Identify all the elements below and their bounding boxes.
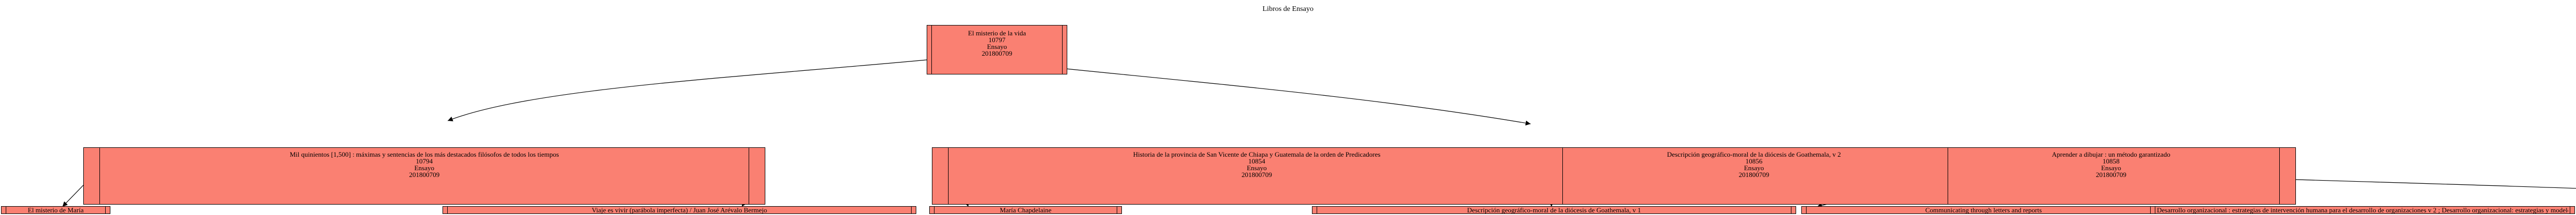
node-historia[interactable]: Historia de la provincia de San Vicente …	[932, 147, 2296, 205]
node-historia-date-c: 201800709	[2095, 171, 2127, 179]
node-historia-date-a: 201800709	[1241, 171, 1272, 179]
node-historia-id-a: 10854	[1248, 157, 1266, 165]
node-mil[interactable]: Mil quinientos [1,500] : máximas y sente…	[83, 147, 765, 205]
node-root-type: Ensayo	[987, 43, 1007, 50]
node-desarrollo1-title: Desarrollo organizacional : estrategias …	[2157, 207, 2568, 213]
node-root-id: 10797	[988, 36, 1006, 44]
node-communicating-title: Communicating through letters and report…	[1925, 206, 2042, 214]
node-chapdelaine-title: María Chapdelaine	[1000, 206, 1052, 214]
node-root-date: 201800709	[981, 49, 1013, 57]
node-viaje-title: Viaje es vivir (parábola imperfecta) / J…	[591, 206, 767, 214]
node-historia-title-c: Aprender a dibujar : un método garantiza…	[2052, 150, 2170, 158]
node-mil-id: 10794	[415, 157, 433, 165]
node-historia-title-a: Historia de la provincia de San Vicente …	[1133, 150, 1381, 158]
node-descripcion1-title: Descripción geográfico-moral de la dióce…	[1467, 206, 1641, 214]
node-historia-type-a: Ensayo	[1246, 164, 1267, 172]
node-historia-id-b: 10856	[1745, 157, 1763, 165]
node-historia-type-b: Ensayo	[1744, 164, 1764, 172]
node-root[interactable]: El misterio de la vida 10797 Ensayo 2018…	[927, 25, 1067, 74]
node-mil-title: Mil quinientos [1,500] : máximas y sente…	[289, 150, 559, 158]
node-historia-date-b: 201800709	[1738, 171, 1770, 179]
node-historia-type-c: Ensayo	[2101, 164, 2122, 172]
node-viaje[interactable]: Viaje es vivir (parábola imperfecta) / J…	[443, 206, 916, 214]
node-chapdelaine[interactable]: María Chapdelaine	[929, 206, 1122, 214]
node-mil-date: 201800709	[409, 171, 440, 179]
node-desarrollo1[interactable]: Desarrollo organizacional : estrategias …	[2150, 206, 2575, 214]
node-historia-id-c: 10858	[2102, 157, 2120, 165]
node-maria-title: El misterio de María	[28, 206, 84, 214]
node-mil-type: Ensayo	[414, 164, 435, 172]
edge-historia-desarrollo1	[2295, 179, 2576, 189]
node-descripcion1[interactable]: Descripción geográfico-moral de la dióce…	[1312, 206, 1796, 214]
edge-root-mil	[447, 59, 927, 122]
node-historia-title-b: Descripción geográfico-moral de la dióce…	[1667, 150, 1841, 158]
node-root-title: El misterio de la vida	[968, 29, 1026, 37]
page-title: Libros de Ensayo	[1262, 5, 1314, 13]
node-maria[interactable]: El misterio de María	[1, 206, 110, 214]
node-communicating[interactable]: Communicating through letters and report…	[1801, 206, 2166, 214]
